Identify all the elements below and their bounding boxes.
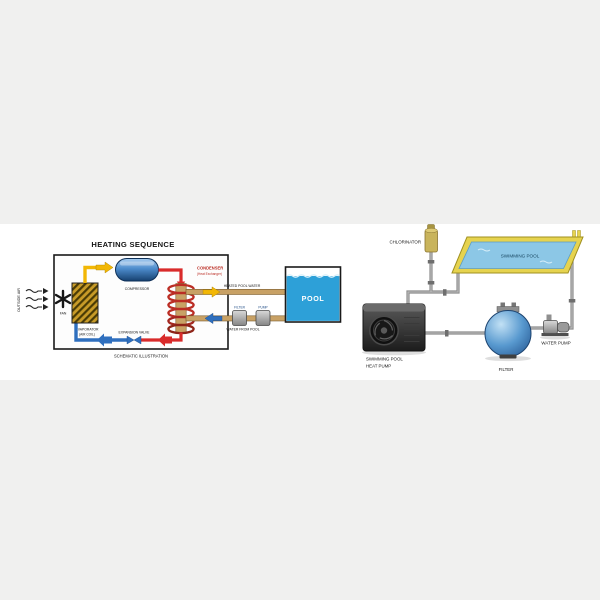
water-pump-inlet [546,314,552,322]
pipe-fitting [427,281,435,285]
chlorinator-body [424,229,438,253]
compressor-highlight [120,261,154,266]
filter-base [499,354,517,359]
evaporator-coil [71,282,99,324]
evaporator-sub-label: (AIR COIL) [79,333,95,337]
fan-blade [383,319,394,331]
fan-blade [379,335,394,340]
condenser-group: CONDENSER (Heat Exchanger) [167,266,223,335]
inline-pump-unit [255,310,271,326]
filter-group: FILTER [484,302,532,372]
expansion-valve-icon [126,335,135,345]
air-arrow-icon [43,304,49,310]
air-arrow-icon [43,288,49,294]
inline-filter-unit [232,310,247,326]
fan-blade [374,322,381,336]
heat-pump-top-panel [363,304,425,312]
pipe-fitting [427,260,435,264]
fan-label: FAN [60,312,67,316]
red-flow-arrow-icon [158,333,172,347]
inline-filter-label: FILTER [234,306,245,310]
heat-pump-label-line2: HEAT PUMP [366,364,391,369]
outside-air-group: OUTSIDE AIR [17,288,49,312]
fan-hub [380,327,388,334]
chlorinator-group: CHLORINATOR [389,224,438,253]
condenser-label: CONDENSER [197,266,223,271]
pool-label: POOL [302,294,325,303]
air-arrow-icon [43,296,49,302]
air-wave-icon [25,304,42,310]
pipe-fitting [443,289,447,296]
heating-sequence-title: HEATING SEQUENCE [91,240,174,249]
pipe-fitting [568,299,576,303]
filter-top-stub [500,302,505,309]
fan-hub [60,296,66,302]
evaporator-label: EVAPORATOR [76,328,100,332]
blue-flow-arrow-icon [204,312,223,324]
pool-water [286,276,340,321]
liquid-line-group: EXPANSION VALVE [74,323,183,347]
yellow-flow-arrow-icon [202,286,221,298]
water-surface-wave [286,274,340,278]
swimming-pool-label: SWIMMING POOL [501,254,540,259]
expansion-valve-label: EXPANSION VALVE [119,331,151,335]
outside-air-label: OUTSIDE AIR [17,288,21,312]
water-pump-motor [557,322,570,333]
pipe-fitting [445,330,449,337]
liquid-pipe-cold [74,323,131,342]
blue-flow-arrow-icon [97,333,112,347]
discharge-pipe [158,268,183,283]
water-from-pool-label: WATER FROM POOL [226,328,259,332]
pool-water-loop-group: HEATED POOL WATER WATER FROM POOL FILTER… [185,284,288,332]
air-wave-icon [25,288,42,294]
swimming-pool-group: SWIMMING POOL [451,230,584,274]
schematic-caption: SCHEMATIC ILLUSTRATION [114,354,168,359]
condenser-sub-label: (Heat Exchanger) [197,272,222,276]
evaporator-group: EVAPORATOR (AIR COIL) [71,282,100,337]
heat-pump-group: SWIMMING POOL HEAT PUMP [362,303,426,369]
filter-label: FILTER [499,367,514,372]
water-pump-shadow [540,335,570,340]
suction-line-group [83,261,114,283]
chlorinator-label: CHLORINATOR [389,240,421,245]
heating-sequence-diagram: HEATING SEQUENCE OUTSIDE AIR FAN EVAPORA… [17,240,342,359]
heated-pool-water-label: HEATED POOL WATER [224,284,261,288]
water-pump-housing [543,320,558,334]
water-pump-base [541,333,569,336]
expansion-valve-icon [133,335,142,345]
liquid-pipe-hot [137,332,183,342]
heated-water-pipe [185,288,288,295]
fan-group: FAN [54,289,72,316]
water-surface-wave [477,248,491,252]
water-pump-label: WATER PUMP [541,341,570,346]
chlorinator-top [424,228,438,233]
installation-diagram: CHLORINATOR SWIMMING POOL [362,224,584,372]
compressor-label: COMPRESSOR [125,287,150,291]
suction-pipe [83,265,96,283]
yellow-flow-arrow-icon [95,261,114,274]
air-wave-icon [25,296,42,302]
pipe-highlight [407,269,459,306]
heat-pump-label-line1: SWIMMING POOL [366,357,403,362]
inline-pump-label: PUMP [258,306,267,310]
filter-top-stub [511,302,516,309]
water-pump-group: WATER PUMP [540,314,571,346]
filter-tank [484,310,532,357]
pool-group: POOL [284,266,342,323]
water-surface-wave [539,260,553,264]
